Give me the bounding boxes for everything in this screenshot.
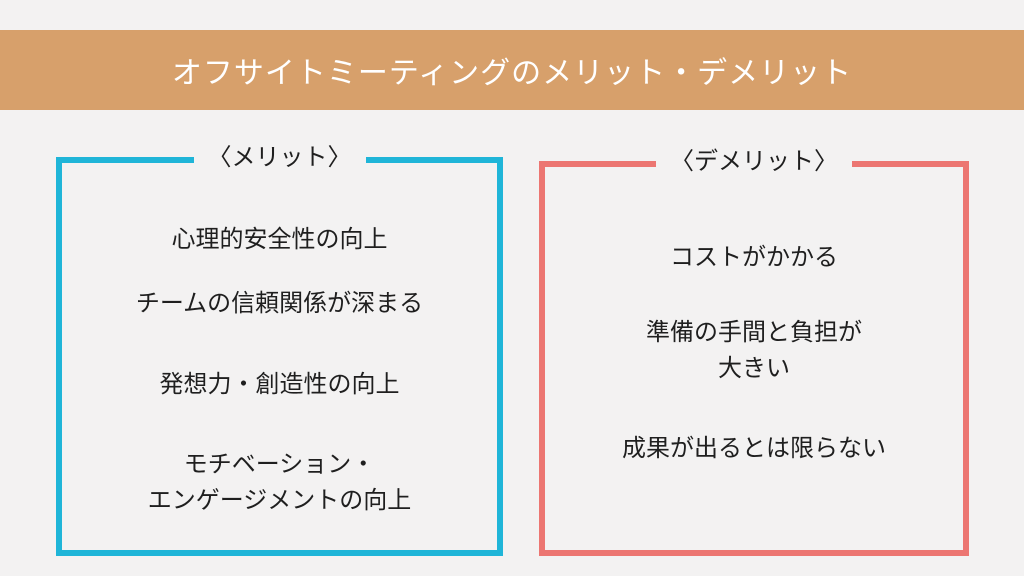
page-title: オフサイトミーティングのメリット・デメリット	[171, 56, 853, 91]
merit-item: 発想力・創造性の向上	[159, 370, 400, 398]
demerit-item: コストがかかる	[670, 243, 838, 271]
demerits-heading: 〈デメリット〉	[656, 141, 852, 181]
merits-heading: 〈メリット〉	[193, 137, 366, 177]
demerit-item: 成果が出るとは限らない	[622, 434, 886, 462]
demerits-box: 〈デメリット〉 コストがかかる 準備の手間と負担が 大きい 成果が出るとは限らな…	[539, 141, 969, 556]
demerit-item: 準備の手間と負担が 大きい	[646, 318, 862, 382]
merits-box: 〈メリット〉 心理的安全性の向上 チームの信頼関係が深まる 発想力・創造性の向上…	[56, 137, 503, 556]
merit-item: チームの信頼関係が深まる	[135, 289, 424, 317]
merit-item: モチベーション・ エンゲージメントの向上	[147, 450, 412, 514]
title-banner: オフサイトミーティングのメリット・デメリット	[0, 30, 1024, 110]
merit-item: 心理的安全性の向上	[171, 225, 388, 253]
